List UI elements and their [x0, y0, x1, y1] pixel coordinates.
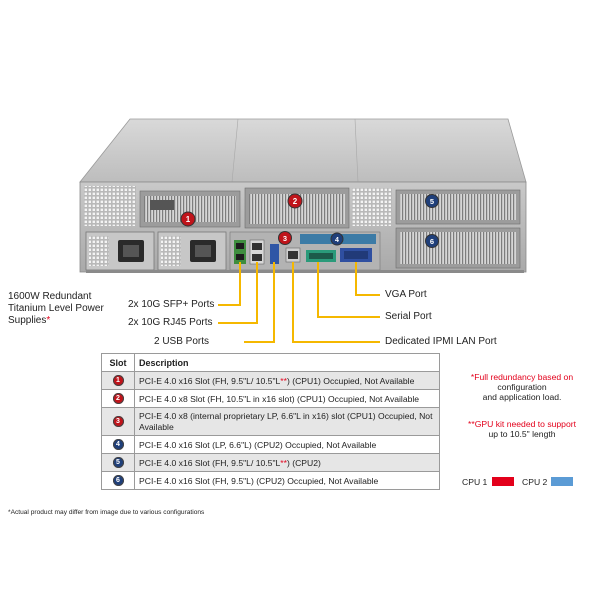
slot-badge-3-icon: 3 [278, 231, 292, 245]
cpu1-legend-label: CPU 1 [462, 477, 488, 487]
psu-callout: 1600W Redundant Titanium Level Power Sup… [8, 291, 104, 327]
vga-callout: VGA Port [385, 289, 427, 300]
full-redundancy-note: *Full redundancy based on configuration … [470, 372, 574, 402]
slot-table: Slot Description 1 PCI-E 4.0 x16 Slot (F… [101, 353, 440, 490]
slot-table-header: Slot Description [101, 353, 440, 372]
rj45-callout: 2x 10G RJ45 Ports [128, 317, 213, 328]
table-row: 2 PCI-E 4.0 x8 Slot (FH, 10.5"L in x16 s… [101, 389, 440, 408]
slot-6-badge-icon: 6 [112, 475, 124, 487]
svg-text:6: 6 [430, 237, 434, 246]
ipmi-callout: Dedicated IPMI LAN Port [385, 336, 497, 347]
sfp-callout: 2x 10G SFP+ Ports [128, 299, 215, 310]
description-column-header: Description [134, 353, 440, 372]
slot-1-badge-icon: 1 [112, 375, 124, 387]
psu-callout-line2: Titanium Level Power [8, 303, 104, 314]
slot-badge-6-icon: 6 [425, 234, 439, 248]
cpu2-legend-swatch [551, 477, 573, 486]
svg-text:4: 4 [335, 237, 339, 244]
slot-badge-4-icon: 4 [330, 232, 344, 246]
svg-text:3: 3 [283, 234, 287, 243]
slot-badge-2-icon: 2 [287, 193, 303, 209]
slot-badge-1-icon: 1 [180, 211, 196, 227]
slot-5-badge-icon: 5 [112, 457, 124, 469]
slot-4-description: PCI-E 4.0 x16 Slot (LP, 6.6"L) (CPU2) Oc… [134, 435, 440, 454]
table-row: 4 PCI-E 4.0 x16 Slot (LP, 6.6"L) (CPU2) … [101, 435, 440, 454]
slot-4-badge-icon: 4 [112, 439, 124, 451]
svg-text:5: 5 [430, 197, 434, 206]
cpu2-legend-label: CPU 2 [522, 477, 548, 487]
slot-column-header: Slot [101, 353, 135, 372]
chassis-top [79, 118, 527, 183]
slot-3-badge-icon: 3 [112, 416, 124, 428]
table-row: 3 PCI-E 4.0 x8 (internal proprietary LP,… [101, 407, 440, 436]
slot-3-description: PCI-E 4.0 x8 (internal proprietary LP, 6… [134, 407, 440, 436]
serial-callout: Serial Port [385, 311, 432, 322]
slot-2-description: PCI-E 4.0 x8 Slot (FH, 10.5"L in x16 slo… [134, 389, 440, 408]
disclaimer: *Actual product may differ from image du… [8, 509, 205, 516]
gpu-kit-note: **GPU kit needed to support up to 10.5" … [468, 419, 576, 439]
psu-callout-line3: Supplies [8, 315, 47, 326]
table-row: 6 PCI-E 4.0 x16 Slot (FH, 9.5"L) (CPU2) … [101, 471, 440, 490]
callout-lines [218, 262, 380, 343]
slot-5-description: PCI-E 4.0 x16 Slot (FH, 9.5"L/ 10.5"L**)… [134, 453, 440, 472]
slot-2-badge-icon: 2 [112, 393, 124, 405]
slot-6-description: PCI-E 4.0 x16 Slot (FH, 9.5"L) (CPU2) Oc… [134, 471, 440, 490]
slot-badge-5-icon: 5 [425, 194, 439, 208]
table-row: 5 PCI-E 4.0 x16 Slot (FH, 9.5"L/ 10.5"L*… [101, 453, 440, 472]
psu-callout-star: * [46, 315, 51, 326]
svg-text:2: 2 [293, 197, 298, 206]
table-row: 1 PCI-E 4.0 x16 Slot (FH, 9.5"L/ 10.5"L*… [101, 371, 440, 390]
usb-callout: 2 USB Ports [154, 336, 210, 347]
psu-callout-line1: 1600W Redundant [8, 291, 92, 302]
slot-1-description: PCI-E 4.0 x16 Slot (FH, 9.5"L/ 10.5"L**)… [134, 371, 440, 390]
cpu1-legend-swatch [492, 477, 514, 486]
svg-text:1: 1 [186, 215, 191, 224]
